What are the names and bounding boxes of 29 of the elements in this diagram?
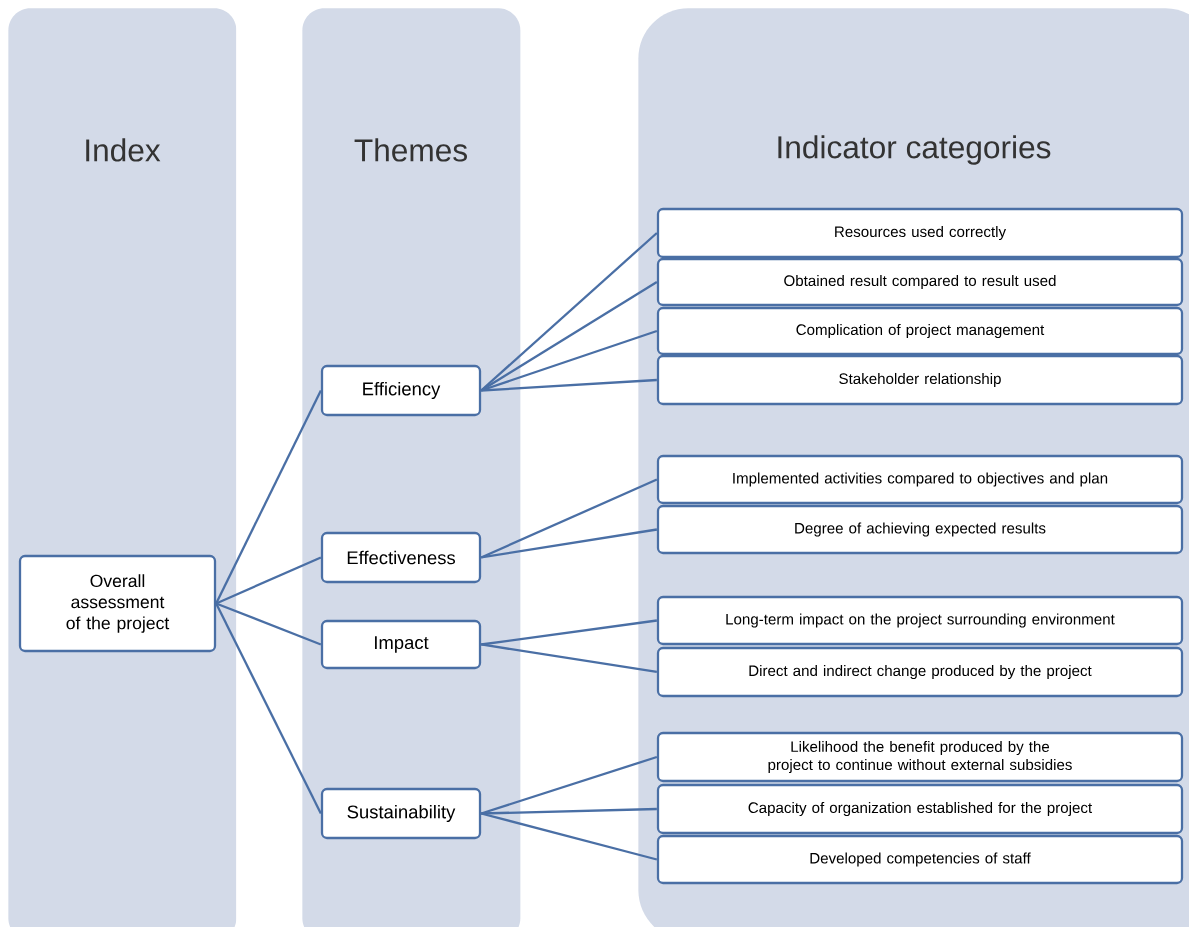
text-box: Likelihood the benefit produced by the project to continue without external subsidies bbox=[656, 731, 1184, 783]
connector-line bbox=[480, 528, 658, 559]
connector-line bbox=[480, 478, 658, 559]
text-box: Sustainability bbox=[320, 787, 482, 840]
connector-line bbox=[481, 378, 657, 392]
connector-line bbox=[215, 556, 322, 605]
text-box: Degree of achieving expected results bbox=[656, 504, 1184, 555]
connector-line bbox=[481, 619, 657, 646]
connector-line bbox=[480, 812, 658, 861]
connector-line bbox=[480, 643, 658, 674]
text-box: Effectiveness bbox=[320, 531, 482, 584]
text-box: Capacity of organization established for the project bbox=[656, 783, 1184, 835]
text-box: Direct and indirect change produced by the project bbox=[656, 646, 1184, 698]
connector-line bbox=[215, 602, 322, 646]
text-box: Long-term impact on the project surrounding environment bbox=[656, 595, 1184, 646]
connector-line bbox=[215, 390, 322, 604]
text-box: Efficiency bbox=[320, 364, 482, 417]
text-box: Developed competencies of staff bbox=[656, 834, 1184, 885]
text-box: Stakeholder relationship bbox=[656, 354, 1184, 406]
connector-line bbox=[481, 807, 657, 815]
connector-line bbox=[480, 329, 658, 392]
text-box: Resources used correctly bbox=[656, 207, 1184, 259]
connector-line bbox=[215, 603, 322, 814]
text-box: Overall assessment of the project bbox=[18, 554, 217, 653]
connector-line bbox=[480, 281, 658, 392]
text-box: Impact bbox=[320, 619, 482, 670]
text-box: Obtained result compared to result used bbox=[656, 257, 1184, 307]
text-box: Complication of project management bbox=[656, 306, 1184, 356]
text-box: Implemented activities compared to objectives and plan bbox=[656, 454, 1184, 505]
